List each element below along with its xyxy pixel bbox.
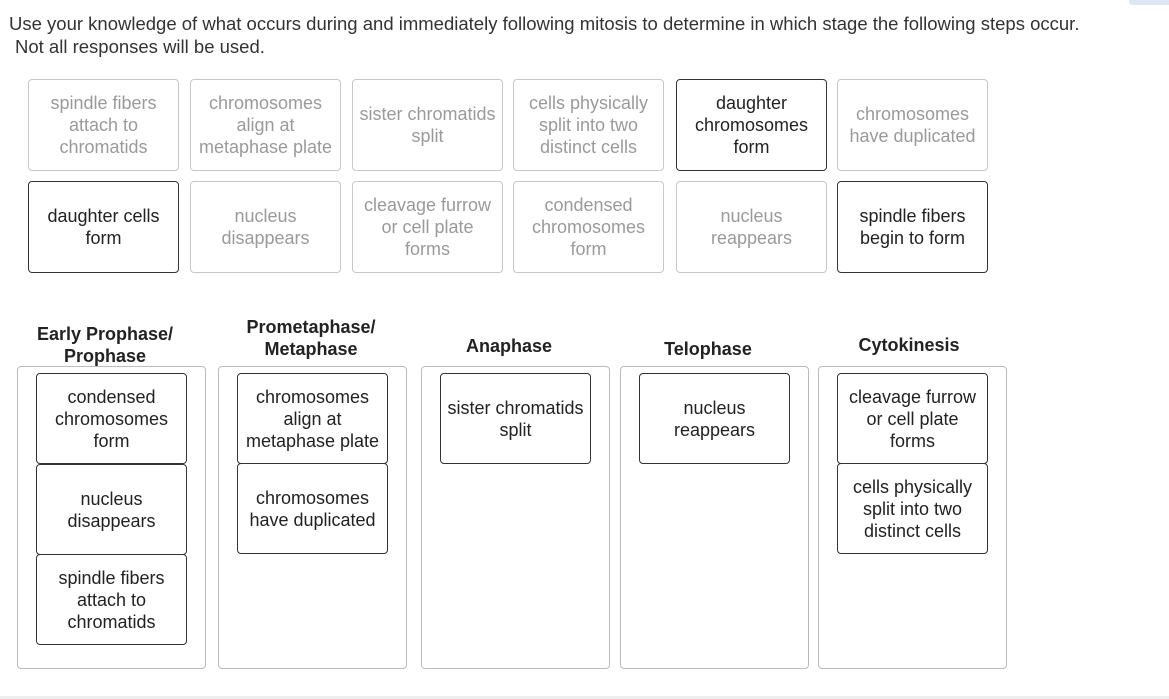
instructions: Use your knowledge of what occurs during… xyxy=(9,12,1169,58)
placed-card-condensed-chromosomes[interactable]: condensed chromosomes form xyxy=(36,373,187,464)
bank-card-sister-chromatids-split: sister chromatids split xyxy=(352,79,503,171)
bank-card-nucleus-disappears: nucleus disappears xyxy=(190,181,341,273)
bank-card-spindle-fibers-begin[interactable]: spindle fibers begin to form xyxy=(837,181,988,273)
bank-card-condensed-chromosomes: condensed chromosomes form xyxy=(513,181,664,273)
placed-card-spindle-fibers-attach[interactable]: spindle fibers attach to chromatids xyxy=(36,554,187,645)
placed-card-cleavage-furrow[interactable]: cleavage furrow or cell plate forms xyxy=(837,373,988,464)
drop-zone-telophase[interactable]: nucleus reappears xyxy=(620,366,809,669)
bank-card-cells-physically-split: cells physically split into two distinct… xyxy=(513,79,664,171)
response-bank: spindle fibers attach to chromatids chro… xyxy=(28,79,990,275)
bank-card-cleavage-furrow: cleavage furrow or cell plate forms xyxy=(352,181,503,273)
bank-card-chromosomes-align: chromosomes align at metaphase plate xyxy=(190,79,341,171)
drop-zone-anaphase[interactable]: sister chromatids split xyxy=(421,366,610,669)
placed-card-nucleus-reappears[interactable]: nucleus reappears xyxy=(639,373,790,464)
placed-card-cells-physically-split[interactable]: cells physically split into two distinct… xyxy=(837,463,988,554)
bank-card-nucleus-reappears: nucleus reappears xyxy=(676,181,827,273)
placed-card-chromosomes-align[interactable]: chromosomes align at metaphase plate xyxy=(237,373,388,464)
column-title-prophase: Early Prophase/ Prophase xyxy=(36,324,174,366)
placed-card-nucleus-disappears[interactable]: nucleus disappears xyxy=(36,464,187,555)
drop-zone-metaphase[interactable]: chromosomes align at metaphase plate chr… xyxy=(218,366,407,669)
top-right-tab xyxy=(1129,0,1169,5)
placed-card-chromosomes-duplicated[interactable]: chromosomes have duplicated xyxy=(237,463,388,554)
column-title-telophase: Telophase xyxy=(664,339,752,359)
instructions-line-2: Not all responses will be used. xyxy=(15,36,265,57)
bank-card-daughter-chromosomes-form[interactable]: daughter chromosomes form xyxy=(676,79,827,171)
column-title-metaphase: Prometaphase/ Metaphase xyxy=(246,317,376,359)
bank-card-spindle-fibers-attach: spindle fibers attach to chromatids xyxy=(28,79,179,171)
bank-card-chromosomes-duplicated: chromosomes have duplicated xyxy=(837,79,988,171)
drop-zone-prophase[interactable]: condensed chromosomes form nucleus disap… xyxy=(17,366,206,669)
bottom-divider xyxy=(0,696,1169,699)
column-title-cytokinesis: Cytokinesis xyxy=(858,335,960,355)
bank-card-daughter-cells-form[interactable]: daughter cells form xyxy=(28,181,179,273)
drop-zone-cytokinesis[interactable]: cleavage furrow or cell plate forms cell… xyxy=(818,366,1007,669)
placed-card-sister-chromatids-split[interactable]: sister chromatids split xyxy=(440,373,591,464)
instructions-line-1: Use your knowledge of what occurs during… xyxy=(9,13,1080,34)
column-title-anaphase: Anaphase xyxy=(465,336,553,356)
